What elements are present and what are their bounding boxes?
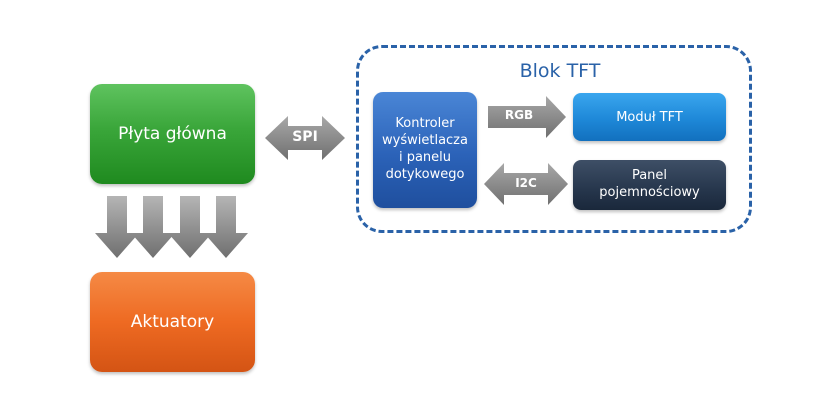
actuators-block: Aktuatory: [90, 272, 255, 372]
tft-module-label: Moduł TFT: [616, 109, 683, 125]
i2c-label: I2C: [515, 176, 537, 190]
main-board-label: Płyta główna: [118, 124, 227, 144]
controller-label: Kontroler wyświetlacza i panelu dotykowe…: [382, 116, 468, 184]
controller-label-line: i panelu: [398, 150, 452, 165]
tft-block-title: Blok TFT: [519, 60, 601, 82]
controller-block: Kontroler wyświetlacza i panelu dotykowe…: [373, 92, 477, 208]
controller-label-line: Kontroler: [395, 116, 455, 132]
down-arrow-3: [168, 196, 212, 258]
spi-arrow: [265, 116, 345, 160]
down-arrow-4: [204, 196, 248, 258]
panel-label-line: pojemnościowy: [599, 185, 700, 200]
capacitive-panel-block: Panel pojemnościowy: [573, 160, 726, 210]
spi-label: SPI: [292, 129, 318, 145]
rgb-label: RGB: [504, 108, 534, 122]
controller-label-line: dotykowego: [385, 166, 465, 182]
tft-module-block: Moduł TFT: [573, 93, 726, 141]
down-arrows: [95, 196, 248, 258]
i2c-arrow: [484, 163, 568, 205]
down-arrow-1: [95, 196, 139, 258]
capacitive-panel-label: Panel pojemnościowy: [599, 168, 699, 202]
rgb-arrow: [488, 96, 566, 138]
controller-label-line: wyświetlacza: [382, 133, 468, 149]
panel-label-line: Panel: [631, 168, 668, 184]
tft-block-group: [356, 45, 752, 233]
actuators-label: Aktuatory: [130, 312, 215, 332]
down-arrow-2: [131, 196, 175, 258]
main-board-block: Płyta główna: [90, 84, 255, 184]
